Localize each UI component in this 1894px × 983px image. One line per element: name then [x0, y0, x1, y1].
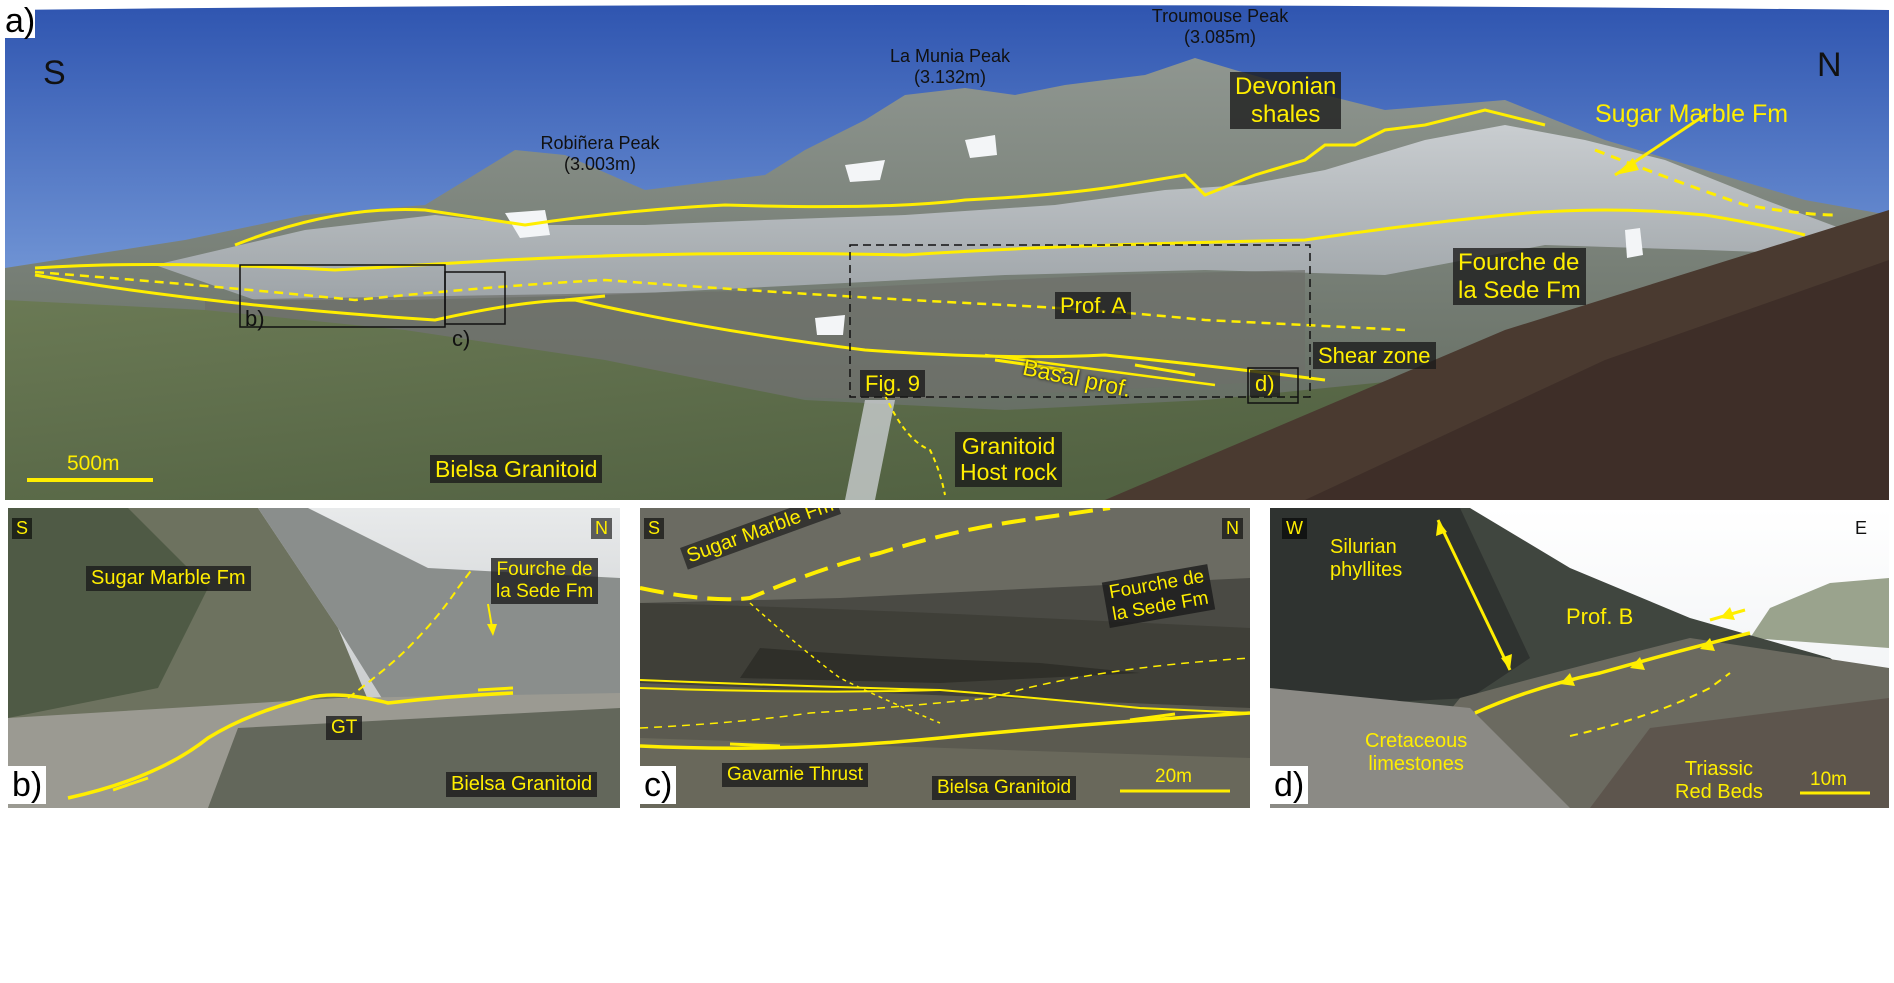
label-gavarnie-thrust: Gavarnie Thrust — [722, 763, 868, 787]
compass-east-d: E — [1855, 518, 1868, 538]
panel-c: S N Sugar Marble Fm Fourche de la Sede F… — [640, 508, 1250, 808]
label-gt: GT — [326, 716, 363, 740]
compass-west-d: W — [1282, 518, 1307, 539]
label-prof-b: Prof. B — [1566, 604, 1634, 629]
panel-d: W E Silurian phyllites Prof. B Cretaceou… — [1270, 508, 1889, 808]
panel-a-letter: a) — [5, 2, 36, 40]
peak-name: Robiñera Peak — [540, 133, 660, 153]
label-devonian-shales: Devonian shales — [1230, 72, 1342, 130]
peak-robinera: Robiñera Peak (3.003m) — [525, 133, 675, 174]
peak-elevation: (3.132m) — [913, 66, 987, 87]
label-granitoid-host: Granitoid Host rock — [955, 432, 1063, 487]
peak-name: Troumouse Peak — [1151, 6, 1289, 26]
snow-patch — [815, 315, 845, 335]
panel-c-letter: c) — [640, 766, 677, 804]
compass-south-c: S — [644, 518, 665, 539]
label-scale-500m: 500m — [67, 452, 120, 475]
label-sugar-marble: Sugar Marble Fm — [1595, 100, 1789, 128]
peak-la-munia: La Munia Peak (3.132m) — [875, 46, 1025, 87]
peak-elevation: (3.003m) — [563, 153, 637, 174]
label-silurian: Silurian phyllites — [1330, 536, 1403, 581]
label-box-c: c) — [452, 326, 471, 351]
compass-south: S — [43, 54, 66, 92]
panel-d-letter: d) — [1270, 766, 1309, 804]
panel-b-photo — [8, 508, 620, 808]
label-scale-10m: 10m — [1810, 769, 1847, 790]
label-box-b: b) — [245, 306, 265, 331]
label-fig9: Fig. 9 — [860, 370, 926, 398]
peak-troumouse: Troumouse Peak (3.085m) — [1140, 6, 1300, 47]
peak-name: La Munia Peak — [889, 46, 1011, 66]
label-bielsa-b: Bielsa Granitoid — [446, 772, 598, 797]
label-fourche-b: Fourche de la Sede Fm — [491, 558, 599, 604]
label-bielsa-granitoid: Bielsa Granitoid — [430, 455, 603, 484]
compass-north: N — [1817, 46, 1842, 84]
peak-elevation: (3.085m) — [1183, 26, 1257, 47]
label-prof-a: Prof. A — [1055, 292, 1132, 320]
label-sugar-marble-b: Sugar Marble Fm — [86, 566, 251, 591]
panel-b-letter: b) — [8, 766, 47, 804]
label-triassic: Triassic Red Beds — [1675, 758, 1763, 803]
panel-b: S N Sugar Marble Fm Fourche de la Sede F… — [8, 508, 620, 808]
label-cretaceous: Cretaceous limestones — [1365, 730, 1468, 775]
label-box-d: d) — [1250, 370, 1280, 398]
compass-north-c: N — [1222, 518, 1243, 539]
label-shear-zone: Shear zone — [1313, 342, 1436, 370]
label-fourche: Fourche de la Sede Fm — [1453, 248, 1586, 306]
snow-patch — [1625, 228, 1643, 258]
panel-a: a) S N Robiñera Peak (3.003m) La Munia P… — [5, 0, 1889, 500]
compass-south-b: S — [12, 518, 33, 539]
label-bielsa-c: Bielsa Granitoid — [932, 776, 1077, 800]
label-scale-20m: 20m — [1155, 766, 1192, 787]
compass-north-b: N — [591, 518, 612, 539]
